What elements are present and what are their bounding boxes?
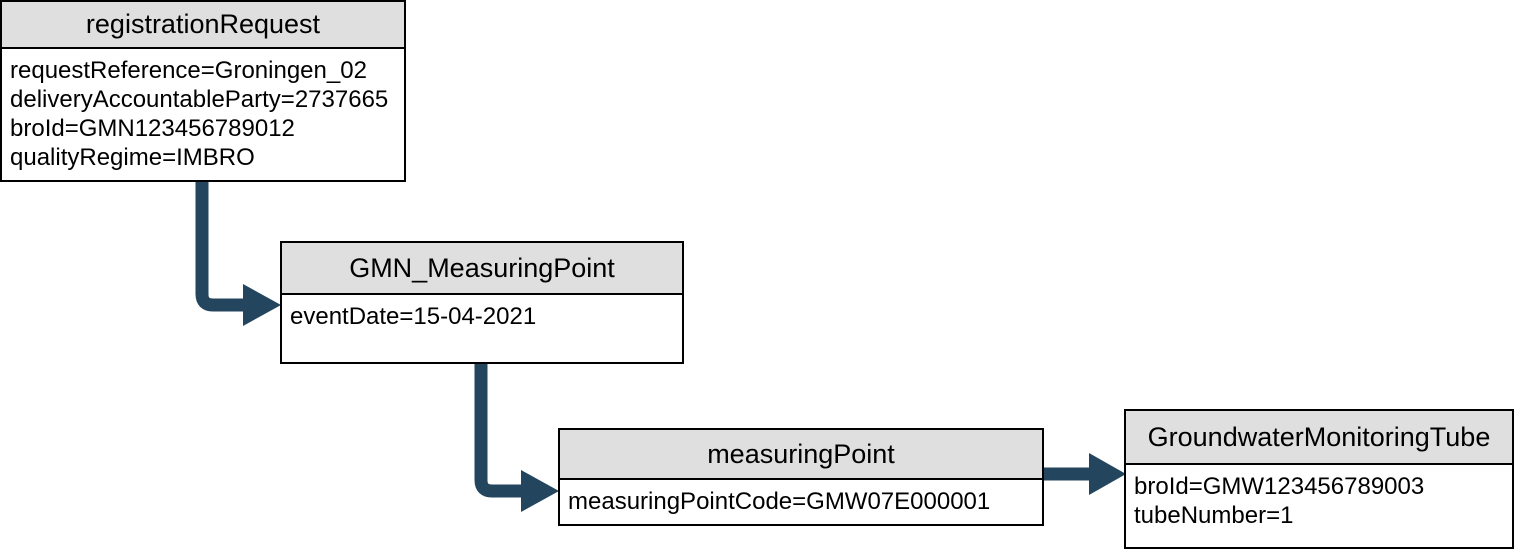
node-gmn-measuring-point[interactable]: GMN_MeasuringPoint eventDate=15-04-2021 bbox=[280, 241, 684, 364]
node-registration-request[interactable]: registrationRequest requestReference=Gro… bbox=[0, 0, 406, 182]
node-measuring-point[interactable]: measuringPoint measuringPointCode=GMW07E… bbox=[558, 428, 1044, 526]
node-groundwater-monitoring-tube[interactable]: GroundwaterMonitoringTube broId=GMW12345… bbox=[1124, 409, 1514, 549]
connector-registration-request-to-gmn-measuring-point bbox=[195, 180, 281, 326]
node-measuring-point-title: measuringPoint bbox=[560, 430, 1042, 480]
attribute-bro-id: broId=GMN123456789012 bbox=[10, 115, 295, 142]
arrowhead-icon bbox=[521, 470, 559, 512]
attribute-quality-regime: qualityRegime=IMBRO bbox=[10, 144, 255, 171]
arrowhead-icon bbox=[243, 284, 281, 326]
attribute-delivery-accountable-party: deliveryAccountableParty=2737665 bbox=[10, 86, 389, 113]
node-groundwater-monitoring-tube-attributes: broId=GMW123456789003 tubeNumber=1 bbox=[1126, 465, 1512, 547]
node-measuring-point-attributes: measuringPointCode=GMW07E000001 bbox=[560, 480, 1042, 524]
node-gmn-measuring-point-attributes: eventDate=15-04-2021 bbox=[282, 295, 682, 362]
attribute-tube-number: tubeNumber=1 bbox=[1134, 502, 1294, 529]
node-groundwater-monitoring-tube-title: GroundwaterMonitoringTube bbox=[1126, 411, 1512, 465]
connector-measuring-point-to-groundwater-tube bbox=[1044, 453, 1126, 495]
connector-gmn-measuring-point-to-measuring-point bbox=[474, 363, 559, 512]
attribute-event-date: eventDate=15-04-2021 bbox=[290, 303, 537, 330]
attribute-measuring-point-code: measuringPointCode=GMW07E000001 bbox=[568, 488, 991, 515]
node-registration-request-attributes: requestReference=Groningen_02 deliveryAc… bbox=[2, 49, 404, 180]
node-registration-request-title: registrationRequest bbox=[2, 2, 404, 49]
node-gmn-measuring-point-title: GMN_MeasuringPoint bbox=[282, 243, 682, 295]
attribute-request-reference: requestReference=Groningen_02 bbox=[10, 57, 367, 84]
attribute-bro-id: broId=GMW123456789003 bbox=[1134, 473, 1425, 500]
arrowhead-icon bbox=[1089, 453, 1126, 495]
